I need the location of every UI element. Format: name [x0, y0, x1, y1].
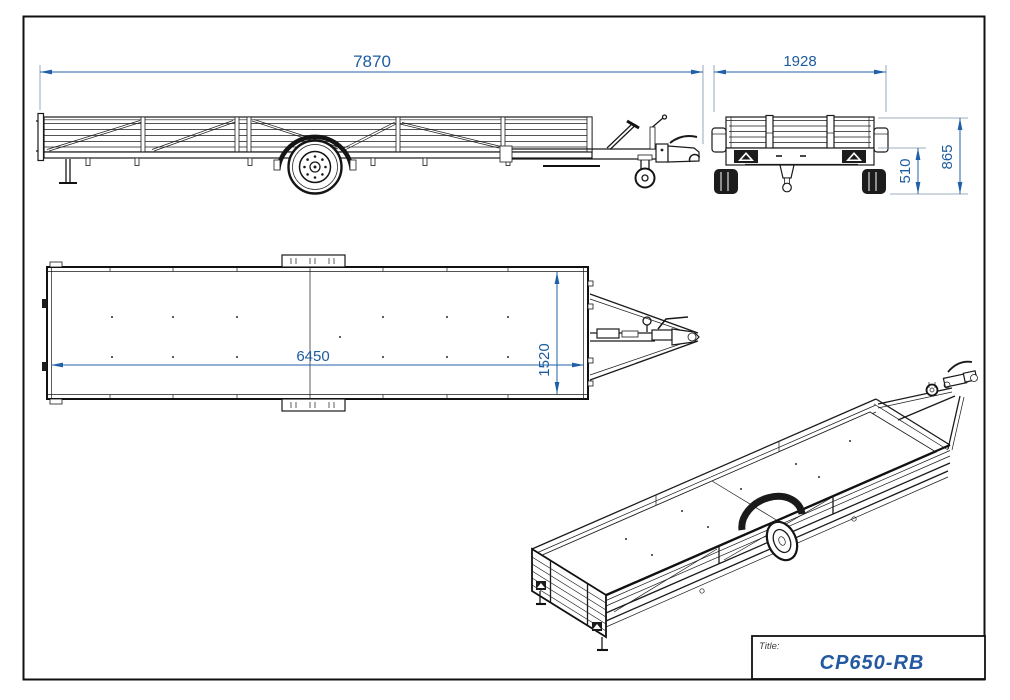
isometric-view	[531, 360, 978, 652]
dim-bed-width-text: 1520	[536, 343, 553, 376]
dimension-overall-length: 7870	[39, 52, 704, 144]
side-drawbar	[499, 114, 701, 189]
dimension-overall-width: 1928	[713, 53, 887, 112]
dim-overall-length-text: 7870	[353, 52, 391, 71]
dimension-overall-height: 865	[878, 117, 968, 195]
iso-floor-dots	[625, 440, 851, 556]
rear-wheels	[714, 169, 886, 194]
rear-view	[711, 114, 889, 194]
dim-overall-width-text: 1928	[783, 53, 816, 70]
side-view	[36, 112, 701, 195]
plan-mudguards	[281, 254, 346, 412]
title-value: CP650-RB	[820, 652, 925, 674]
dim-bed-height-text: 510	[897, 158, 914, 183]
plan-view	[42, 254, 700, 412]
iso-wheel	[738, 492, 806, 562]
title-label: Title:	[759, 641, 780, 652]
dimension-bed-length: 6450	[51, 348, 584, 368]
reflector-triangles	[734, 150, 866, 163]
dim-bed-length-text: 6450	[296, 348, 329, 365]
side-wheel	[273, 134, 357, 195]
title-block: Title: CP650-RB	[751, 635, 986, 680]
plan-drawbar	[589, 293, 700, 381]
dimension-bed-width: 1520	[536, 272, 560, 394]
dimension-bed-height: 510	[878, 147, 926, 194]
iso-drawbar	[877, 360, 978, 451]
dim-overall-height-text: 865	[939, 144, 956, 169]
floor-bolt-dots	[111, 316, 509, 358]
